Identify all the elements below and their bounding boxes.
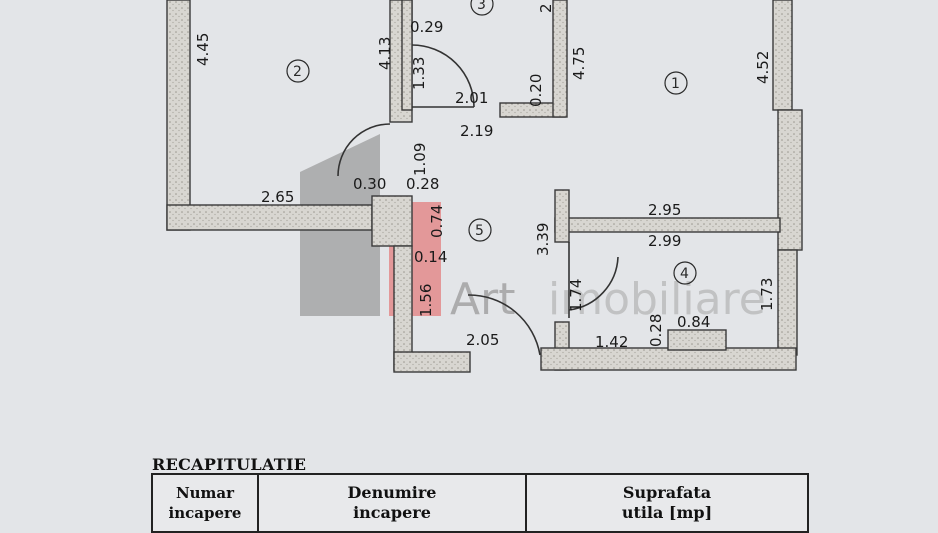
dim-label: 4.75: [570, 47, 588, 80]
dim-label: 0.28: [406, 175, 439, 193]
watermark-suffix: imobiliare: [548, 274, 766, 325]
room-4-label: 4: [680, 266, 689, 282]
door-room3-arc: [411, 44, 475, 108]
room-3-circle: [470, 0, 494, 16]
dim-label: 0.14: [414, 248, 447, 266]
dim-label: 3.39: [534, 223, 552, 256]
dim-label: 0.74: [428, 205, 446, 238]
wall-left-room2: [166, 0, 191, 231]
dim-label: 0.28: [647, 314, 665, 347]
recap-col-room-name: Denumire incapere: [259, 475, 527, 531]
header-text: Numar: [175, 484, 235, 502]
wall-right-lower: [777, 249, 798, 356]
dim-label: 1.56: [417, 284, 435, 317]
door-room2-arc: [337, 123, 391, 177]
room-1-circle: [664, 71, 688, 95]
dim-label: 1.33: [410, 57, 428, 90]
dim-label: 0.84: [677, 313, 710, 331]
wall-room4-left: [554, 189, 570, 243]
room-2-circle: [286, 59, 310, 83]
recap-col-room-number: Numar incapere: [153, 475, 259, 531]
wall-room1-right: [772, 0, 793, 111]
header-text: Suprafata: [622, 483, 712, 502]
wall-right-outer: [777, 109, 803, 251]
room-1-label: 1: [671, 76, 680, 92]
wall-bottom-room4-step: [667, 329, 727, 351]
header-text: Denumire: [347, 483, 437, 502]
dim-label: 0.29: [410, 18, 443, 36]
door-bath-arc: [467, 294, 541, 356]
dim-label: 4.52: [754, 51, 772, 84]
header-text: utila [mp]: [621, 503, 713, 522]
dim-label: 4.45: [194, 33, 212, 66]
watermark-brand: Art: [450, 274, 515, 325]
room-5-circle: [468, 218, 492, 242]
dim-label: 2.65: [261, 188, 294, 206]
dim-label: 1.09: [411, 143, 429, 176]
recap-table: Numar incapere Denumire incapere Suprafa…: [151, 473, 809, 533]
recap-col-usable-area: Suprafata utila [mp]: [527, 475, 807, 531]
walls: [166, 0, 803, 373]
room-numbers: [286, 0, 697, 285]
wall-hall-stub: [371, 195, 413, 247]
wall-room4-top: [554, 217, 781, 233]
header-text: incapere: [353, 503, 431, 522]
room-5-label: 5: [475, 223, 484, 239]
wall-bottom-room4: [540, 347, 797, 371]
dim-label: 1.74: [567, 279, 585, 312]
room-4-circle: [673, 261, 697, 285]
wall-bath-bottom: [393, 351, 471, 373]
dim-label: 2: [537, 3, 555, 13]
dim-label: 1.42: [595, 333, 628, 351]
dim-label: 2.01: [455, 89, 488, 107]
door-room4-arc: [568, 256, 619, 311]
dim-label: 0.20: [527, 74, 545, 107]
dim-label: 4.13: [376, 37, 394, 70]
dim-label: 2.05: [466, 331, 499, 349]
wall-bottom-room2: [166, 204, 373, 231]
recap-title: RECAPITULATIE: [152, 455, 307, 474]
dim-label: 0.30: [353, 175, 386, 193]
dimension-labels: 4.45 4.13 0.29 1.33 2 2.01 0.20 4.75 4.5…: [194, 3, 776, 351]
room-3-label: 3: [477, 0, 486, 13]
dim-label: 1.73: [758, 278, 776, 311]
doors: [337, 44, 619, 356]
wall-room3-right: [552, 0, 568, 118]
room-2-label: 2: [293, 64, 302, 80]
dim-label: 2.95: [648, 201, 681, 219]
dim-label: 2.19: [460, 122, 493, 140]
header-text: incapere: [168, 504, 242, 522]
wall-room3-left: [401, 0, 413, 111]
dim-label: 2.99: [648, 232, 681, 250]
